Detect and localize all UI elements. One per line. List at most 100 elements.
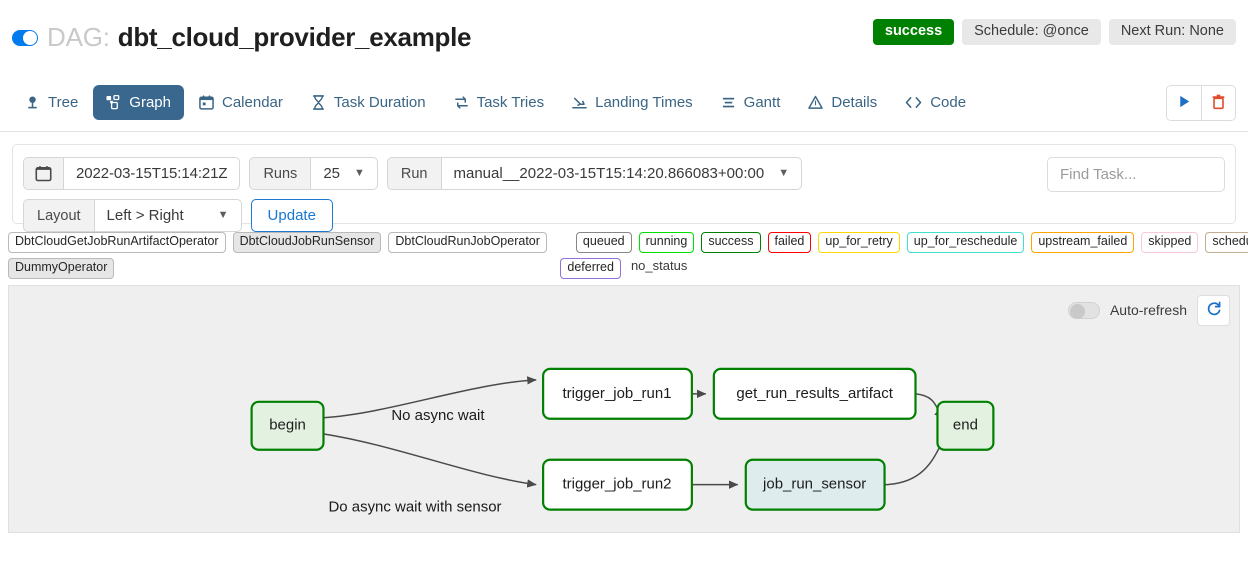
edge-job_run_sensor-end bbox=[884, 436, 945, 485]
tab-details[interactable]: Details bbox=[795, 85, 890, 120]
state-chip-upstream-failed[interactable]: upstream_failed bbox=[1031, 232, 1135, 253]
trigger-dag-button[interactable] bbox=[1167, 86, 1201, 120]
tab-label: Tree bbox=[48, 94, 79, 111]
legend-row-1: DbtCloudGetJobRunArtifactOperator DbtClo… bbox=[8, 232, 1248, 253]
edge-label-do-async-wait-with-sensor: Do async wait with sensor bbox=[328, 498, 501, 515]
refresh-button[interactable] bbox=[1197, 294, 1230, 326]
page-title: dbt_cloud_provider_example bbox=[117, 22, 472, 52]
base-date-group: 2022-03-15T15:14:21Z bbox=[23, 157, 241, 190]
trash-icon bbox=[1211, 94, 1226, 113]
graph-node-begin[interactable]: begin bbox=[250, 400, 325, 451]
chevron-down-icon: ▼ bbox=[217, 209, 229, 221]
code-icon bbox=[905, 95, 922, 110]
layout-select-value: Left > Right bbox=[106, 207, 184, 224]
retry-icon bbox=[454, 95, 469, 110]
find-task-input[interactable]: Find Task... bbox=[1047, 157, 1225, 192]
operator-chip[interactable]: DbtCloudRunJobOperator bbox=[388, 232, 547, 253]
operator-chip[interactable]: DummyOperator bbox=[8, 257, 115, 279]
next-run-badge[interactable]: Next Run: None bbox=[1108, 19, 1236, 45]
graph-icon bbox=[106, 95, 121, 110]
legend-row-2: DummyOperator deferred no_status bbox=[8, 257, 1240, 279]
graph-node-label: trigger_job_run2 bbox=[562, 475, 671, 492]
tab-label: Task Tries bbox=[476, 94, 545, 111]
tab-label: Graph bbox=[129, 94, 171, 111]
calendar-icon[interactable] bbox=[23, 157, 63, 190]
filter-row-layout: Layout Left > Right ▼ Update bbox=[23, 199, 1225, 232]
state-chip-up-for-retry[interactable]: up_for_retry bbox=[818, 232, 900, 253]
tab-label: Gantt bbox=[743, 94, 781, 111]
graph-node-label: end bbox=[953, 416, 978, 433]
dag-label: DAG: bbox=[47, 22, 110, 52]
tab-label: Calendar bbox=[222, 94, 283, 111]
legend-area: DbtCloudGetJobRunArtifactOperator DbtClo… bbox=[0, 224, 1248, 285]
graph-node-get_run_results_artifact[interactable]: get_run_results_artifact bbox=[712, 367, 917, 420]
auto-refresh-toggle[interactable] bbox=[1067, 301, 1100, 319]
chevron-down-icon: ▼ bbox=[778, 167, 790, 179]
graph-svg: begin trigger_job_run1 get_run_results_a… bbox=[250, 367, 995, 515]
edge-label-no-async-wait: No async wait bbox=[391, 406, 485, 423]
refresh-icon bbox=[1206, 301, 1222, 320]
schedule-badge[interactable]: Schedule: @once bbox=[962, 19, 1101, 45]
chevron-down-icon: ▼ bbox=[354, 167, 365, 179]
base-date-input[interactable]: 2022-03-15T15:14:21Z bbox=[63, 157, 241, 190]
operator-chip[interactable]: DbtCloudGetJobRunArtifactOperator bbox=[8, 232, 226, 253]
layout-group: Layout Left > Right ▼ bbox=[23, 199, 242, 232]
state-legend: queued running success failed up_for_ret… bbox=[575, 232, 1248, 253]
update-button[interactable]: Update bbox=[250, 199, 333, 232]
tab-gantt[interactable]: Gantt bbox=[708, 85, 794, 120]
graph-edges bbox=[322, 375, 945, 489]
run-group: Run manual__2022-03-15T15:14:20.866083+0… bbox=[386, 157, 803, 190]
state-chip-no-status: no_status bbox=[630, 257, 688, 273]
graph-node-job_run_sensor[interactable]: job_run_sensor bbox=[744, 458, 886, 511]
runs-label: Runs bbox=[249, 157, 311, 190]
dag-nav-bar: Tree Graph Calendar Task Duration Task T bbox=[0, 74, 1248, 132]
landing-icon bbox=[572, 95, 587, 110]
dag-title-row: DAG: dbt_cloud_provider_example bbox=[12, 0, 1236, 53]
graph-node-trigger_job_run2[interactable]: trigger_job_run2 bbox=[542, 458, 693, 511]
run-select-value: manual__2022-03-15T15:14:20.866083+00:00 bbox=[453, 165, 765, 182]
tab-label: Landing Times bbox=[595, 94, 693, 111]
toggle-knob bbox=[23, 30, 37, 45]
graph-controls: Auto-refresh bbox=[1067, 294, 1230, 326]
filter-row-primary: 2022-03-15T15:14:21Z Runs 25 ▼ Run manua… bbox=[23, 157, 1225, 190]
graph-nodes: begin trigger_job_run1 get_run_results_a… bbox=[250, 367, 995, 511]
tab-landing-times[interactable]: Landing Times bbox=[559, 85, 706, 120]
dag-graph-canvas[interactable]: Auto-refresh bbox=[8, 284, 1240, 533]
state-chip-up-for-reschedule[interactable]: up_for_reschedule bbox=[906, 232, 1025, 253]
run-select[interactable]: manual__2022-03-15T15:14:20.866083+00:00… bbox=[440, 157, 803, 190]
layout-label: Layout bbox=[23, 199, 94, 232]
dag-tabs: Tree Graph Calendar Task Duration Task T bbox=[12, 74, 1236, 131]
tab-calendar[interactable]: Calendar bbox=[186, 85, 296, 120]
state-chip-failed[interactable]: failed bbox=[767, 232, 812, 253]
tab-graph[interactable]: Graph bbox=[93, 85, 184, 120]
state-chip-scheduled[interactable]: scheduled bbox=[1205, 232, 1248, 253]
tab-code[interactable]: Code bbox=[892, 85, 979, 120]
delete-dag-button[interactable] bbox=[1201, 86, 1235, 120]
filter-toolbar: 2022-03-15T15:14:21Z Runs 25 ▼ Run manua… bbox=[12, 144, 1236, 232]
graph-node-end[interactable]: end bbox=[936, 400, 995, 451]
state-chip-skipped[interactable]: skipped bbox=[1141, 232, 1199, 253]
state-chip-queued[interactable]: queued bbox=[575, 232, 632, 253]
layout-select[interactable]: Left > Right ▼ bbox=[93, 199, 242, 232]
toggle-knob bbox=[1069, 303, 1085, 319]
state-chip-deferred[interactable]: deferred bbox=[560, 257, 621, 279]
graph-node-label: trigger_job_run1 bbox=[562, 384, 671, 401]
tab-tree[interactable]: Tree bbox=[12, 85, 91, 120]
state-chip-running[interactable]: running bbox=[638, 232, 695, 253]
graph-node-trigger_job_run1[interactable]: trigger_job_run1 bbox=[542, 367, 693, 420]
tab-label: Task Duration bbox=[333, 94, 426, 111]
graph-node-label: begin bbox=[269, 416, 306, 433]
graph-node-label: job_run_sensor bbox=[762, 475, 866, 492]
play-icon bbox=[1177, 94, 1192, 112]
tab-task-duration[interactable]: Task Duration bbox=[298, 85, 439, 120]
dag-pause-toggle[interactable] bbox=[12, 29, 38, 46]
runs-select[interactable]: 25 ▼ bbox=[310, 157, 378, 190]
graph-node-label: get_run_results_artifact bbox=[736, 384, 893, 401]
operator-chip[interactable]: DbtCloudJobRunSensor bbox=[232, 232, 382, 253]
edge-begin-trigger_job_run2 bbox=[322, 432, 537, 488]
status-badge: success bbox=[872, 19, 955, 45]
operator-legend: DbtCloudGetJobRunArtifactOperator DbtClo… bbox=[8, 232, 554, 253]
state-chip-success[interactable]: success bbox=[701, 232, 761, 253]
tab-task-tries[interactable]: Task Tries bbox=[441, 85, 558, 120]
dag-action-buttons bbox=[1166, 85, 1236, 121]
